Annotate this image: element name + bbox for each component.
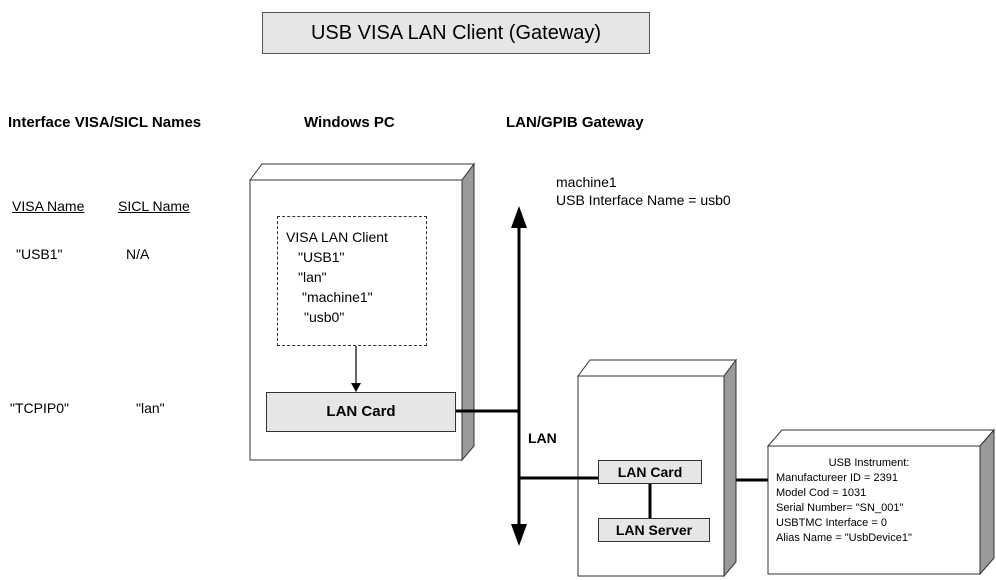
instrument-manufacturer: Manufactureer ID = 2391: [776, 472, 898, 484]
windows-pc-heading: Windows PC: [304, 114, 395, 131]
instrument-model: Model Cod = 1031: [776, 487, 867, 499]
visa-lan-client-box: VISA LAN Client "USB1" "lan" "machine1" …: [277, 216, 427, 346]
usb-instrument-box: [766, 428, 996, 576]
client-line-usb1: "USB1": [298, 249, 345, 265]
instrument-serial: Serial Number= "SN_001": [776, 502, 904, 514]
machine-name: machine1: [556, 174, 617, 190]
gateway-lan-server: LAN Server: [598, 518, 710, 542]
lan-label: LAN: [528, 430, 557, 446]
sicl-name-header: SICL Name: [118, 198, 190, 214]
visa-name-header: VISA Name: [12, 198, 85, 214]
instrument-alias: Alias Name = "UsbDevice1": [776, 532, 912, 544]
lan-backbone-arrow: [511, 206, 527, 546]
client-line-usb0: "usb0": [304, 309, 345, 325]
usb-instrument-info: USB Instrument: Manufactureer ID = 2391 …: [776, 456, 976, 546]
client-line-machine1: "machine1": [302, 289, 373, 305]
gateway-heading: LAN/GPIB Gateway: [506, 114, 644, 131]
pc-lan-card: LAN Card: [266, 392, 456, 432]
sicl-name-lan: "lan": [136, 400, 165, 416]
visa-name-tcpip0: "TCPIP0": [10, 400, 69, 416]
diagram-title: USB VISA LAN Client (Gateway): [262, 12, 650, 54]
visa-name-usb1: "USB1": [16, 246, 63, 262]
usb-interface-name: USB Interface Name = usb0: [556, 192, 731, 208]
visa-lan-client-title: VISA LAN Client: [286, 229, 388, 245]
gateway-lan-card: LAN Card: [598, 460, 702, 484]
client-line-lan: "lan": [298, 269, 327, 285]
sicl-name-usb1: N/A: [126, 246, 150, 262]
instrument-title: USB Instrument:: [828, 457, 910, 469]
instrument-interface: USBTMC Interface = 0: [776, 517, 887, 529]
interface-names-heading: Interface VISA/SICL Names: [8, 114, 202, 131]
